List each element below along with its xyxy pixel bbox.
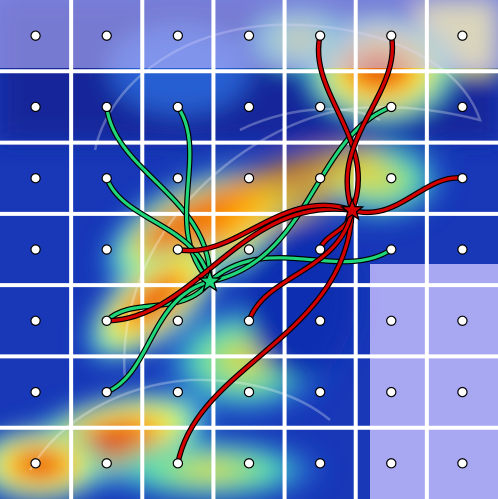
grid-point xyxy=(101,173,112,184)
grid-point xyxy=(314,173,326,184)
grid-point xyxy=(172,315,184,326)
red-trajectory xyxy=(176,203,354,253)
red-trajectory xyxy=(105,207,354,323)
grid-point xyxy=(172,101,184,113)
grid-point xyxy=(457,244,468,255)
grid-point xyxy=(457,458,468,469)
grid-point xyxy=(314,315,326,326)
grid-point xyxy=(101,315,112,326)
grid-point xyxy=(386,458,397,469)
grid-point xyxy=(101,458,112,469)
red-trajectory xyxy=(176,208,354,465)
red-trajectories xyxy=(103,32,466,467)
grid-point xyxy=(457,173,468,184)
grid-point xyxy=(386,244,397,255)
grid-point xyxy=(30,30,41,41)
grid-point xyxy=(386,315,397,326)
grid-point xyxy=(386,30,397,41)
grid-point xyxy=(101,386,112,398)
green-trajectory xyxy=(176,105,212,284)
grid-point xyxy=(243,244,255,255)
grid-point xyxy=(457,101,468,113)
grid-points xyxy=(30,30,468,469)
red-trajectory xyxy=(247,208,354,323)
grid-point xyxy=(386,386,397,398)
red-trajectory xyxy=(345,34,395,212)
grid-point xyxy=(172,458,184,469)
anchor-stars xyxy=(197,197,365,292)
grid-point xyxy=(314,101,326,113)
grid-point xyxy=(457,30,468,41)
grid-point xyxy=(314,244,326,255)
grid-point xyxy=(457,386,468,398)
green-trajectory xyxy=(208,247,393,284)
grid-point xyxy=(314,458,326,469)
grid-point xyxy=(30,173,41,184)
grid-point xyxy=(172,244,184,255)
grid-point xyxy=(243,386,255,398)
grid-point xyxy=(30,386,41,398)
grid-point xyxy=(243,173,255,184)
grid-point xyxy=(314,386,326,398)
grid-point xyxy=(386,173,397,184)
grid-point xyxy=(243,315,255,326)
grid-point xyxy=(30,458,41,469)
grid-point xyxy=(457,315,468,326)
grid-point xyxy=(243,30,255,41)
grid-point xyxy=(30,101,41,113)
red-trajectory xyxy=(350,176,465,214)
green-star-icon xyxy=(197,268,223,292)
green-trajectory xyxy=(105,279,212,394)
grid-point xyxy=(172,173,184,184)
grid-point xyxy=(30,244,41,255)
red-trajectory xyxy=(316,34,360,212)
grid-point xyxy=(314,30,326,41)
grid-point xyxy=(243,458,255,469)
red-star-icon xyxy=(339,197,365,221)
grid-point xyxy=(101,244,112,255)
grid-point xyxy=(101,101,112,113)
green-trajectory xyxy=(105,105,212,284)
grid-point xyxy=(172,386,184,398)
grid-point xyxy=(386,101,397,113)
grid-point xyxy=(243,101,255,113)
grid-point xyxy=(172,30,184,41)
grid-point xyxy=(30,315,41,326)
grid-point xyxy=(101,30,112,41)
green-trajectory xyxy=(105,176,212,284)
